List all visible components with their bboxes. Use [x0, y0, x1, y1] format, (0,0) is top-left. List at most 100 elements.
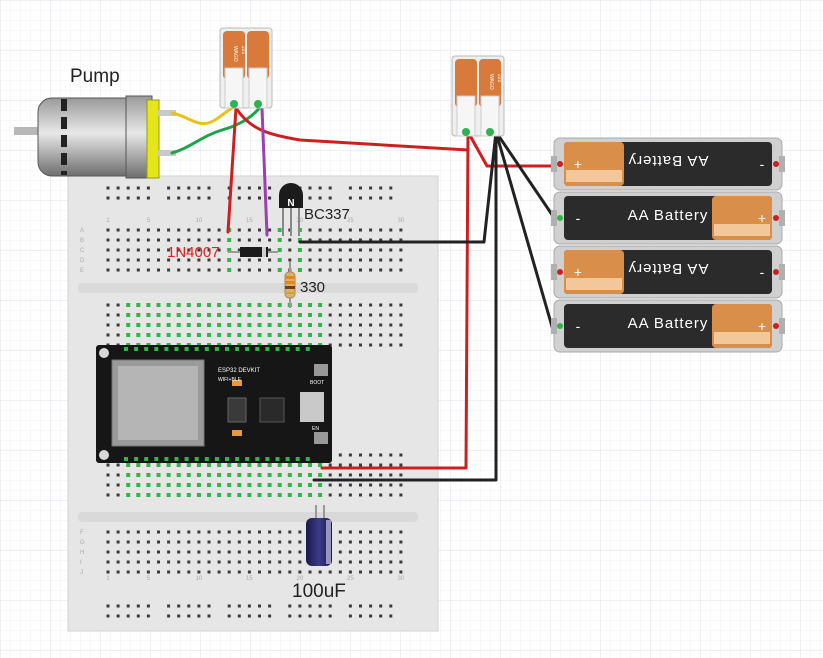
breadboard-hole[interactable] — [207, 530, 211, 534]
breadboard-hole[interactable] — [177, 604, 181, 608]
breadboard-hole[interactable] — [217, 248, 221, 252]
breadboard-hole[interactable] — [348, 614, 352, 618]
breadboard-hole[interactable] — [116, 570, 120, 574]
breadboard-hole[interactable] — [348, 463, 352, 467]
breadboard-hole[interactable] — [308, 238, 312, 242]
breadboard-hole[interactable] — [136, 248, 140, 252]
breadboard-hole[interactable] — [197, 258, 201, 262]
breadboard-hole[interactable] — [369, 313, 373, 317]
breadboard-hole[interactable] — [106, 493, 110, 497]
breadboard-hole[interactable] — [167, 228, 171, 232]
breadboard-hole[interactable] — [308, 248, 312, 252]
breadboard-hole[interactable] — [237, 550, 241, 554]
breadboard-hole[interactable] — [177, 530, 181, 534]
breadboard-hole[interactable] — [126, 614, 130, 618]
breadboard-hole[interactable] — [136, 196, 140, 200]
breadboard-hole[interactable] — [328, 493, 332, 497]
breadboard-hole[interactable] — [338, 493, 342, 497]
breadboard-hole[interactable] — [369, 196, 373, 200]
breadboard-hole[interactable] — [126, 530, 130, 534]
breadboard-hole[interactable] — [318, 604, 322, 608]
breadboard-hole[interactable] — [328, 323, 332, 327]
breadboard-hole[interactable] — [389, 258, 393, 262]
breadboard-hole[interactable] — [106, 560, 110, 564]
breadboard-hole[interactable] — [379, 560, 383, 564]
breadboard-hole[interactable] — [197, 530, 201, 534]
breadboard-hole[interactable] — [157, 530, 160, 534]
breadboard-hole[interactable] — [197, 196, 201, 200]
breadboard-hole[interactable] — [379, 323, 383, 327]
breadboard-hole[interactable] — [237, 560, 241, 564]
breadboard-hole[interactable] — [268, 248, 272, 252]
breadboard-hole[interactable] — [106, 186, 110, 190]
breadboard-hole[interactable] — [247, 540, 251, 544]
breadboard-hole[interactable] — [207, 570, 211, 574]
breadboard-hole[interactable] — [379, 473, 383, 477]
breadboard-hole[interactable] — [359, 228, 362, 232]
breadboard-hole[interactable] — [177, 196, 181, 200]
breadboard-hole[interactable] — [268, 186, 272, 190]
breadboard-hole[interactable] — [359, 473, 362, 477]
breadboard-hole[interactable] — [359, 453, 362, 457]
breadboard-hole[interactable] — [197, 540, 201, 544]
breadboard-hole[interactable] — [106, 530, 110, 534]
breadboard-hole[interactable] — [379, 343, 383, 347]
breadboard-hole[interactable] — [258, 228, 261, 232]
breadboard-hole[interactable] — [146, 268, 150, 272]
breadboard-hole[interactable] — [288, 570, 292, 574]
breadboard-hole[interactable] — [369, 228, 373, 232]
breadboard-hole[interactable] — [167, 186, 171, 190]
breadboard-hole[interactable] — [399, 228, 403, 232]
breadboard-hole[interactable] — [389, 323, 393, 327]
breadboard-hole[interactable] — [177, 228, 181, 232]
breadboard-hole[interactable] — [318, 258, 322, 262]
breadboard-hole[interactable] — [389, 238, 393, 242]
breadboard-hole[interactable] — [379, 196, 383, 200]
breadboard-hole[interactable] — [389, 530, 393, 534]
breadboard-hole[interactable] — [227, 570, 231, 574]
breadboard-hole[interactable] — [237, 186, 241, 190]
breadboard-hole[interactable] — [308, 268, 312, 272]
breadboard-hole[interactable] — [328, 196, 332, 200]
breadboard-hole[interactable] — [359, 604, 362, 608]
breadboard-hole[interactable] — [359, 196, 362, 200]
breadboard-hole[interactable] — [146, 228, 150, 232]
breadboard-hole[interactable] — [359, 258, 362, 262]
breadboard-hole[interactable] — [247, 196, 251, 200]
breadboard-hole[interactable] — [136, 614, 140, 618]
breadboard-hole[interactable] — [288, 248, 292, 252]
breadboard-hole[interactable] — [116, 323, 120, 327]
breadboard-hole[interactable] — [197, 614, 201, 618]
breadboard-hole[interactable] — [237, 238, 241, 242]
breadboard-hole[interactable] — [106, 238, 110, 242]
breadboard-hole[interactable] — [328, 483, 332, 487]
breadboard-hole[interactable] — [399, 560, 403, 564]
breadboard-hole[interactable] — [369, 343, 373, 347]
breadboard-hole[interactable] — [389, 196, 393, 200]
breadboard-hole[interactable] — [379, 550, 383, 554]
breadboard-hole[interactable] — [328, 248, 332, 252]
breadboard-hole[interactable] — [308, 186, 312, 190]
breadboard-hole[interactable] — [217, 238, 221, 242]
breadboard-hole[interactable] — [298, 560, 302, 564]
breadboard-hole[interactable] — [328, 303, 332, 307]
breadboard-hole[interactable] — [348, 238, 352, 242]
breadboard-hole[interactable] — [237, 604, 241, 608]
breadboard-hole[interactable] — [217, 228, 221, 232]
breadboard-hole[interactable] — [399, 303, 403, 307]
breadboard-hole[interactable] — [389, 463, 393, 467]
breadboard-hole[interactable] — [167, 570, 171, 574]
breadboard-hole[interactable] — [146, 540, 150, 544]
breadboard-hole[interactable] — [136, 530, 140, 534]
breadboard-hole[interactable] — [278, 570, 282, 574]
breadboard-hole[interactable] — [338, 540, 342, 544]
breadboard-hole[interactable] — [328, 333, 332, 337]
breadboard-hole[interactable] — [197, 560, 201, 564]
breadboard-hole[interactable] — [399, 463, 403, 467]
breadboard-hole[interactable] — [278, 530, 282, 534]
breadboard-hole[interactable] — [116, 550, 120, 554]
breadboard-hole[interactable] — [258, 560, 261, 564]
breadboard-hole[interactable] — [116, 186, 120, 190]
breadboard-hole[interactable] — [167, 258, 171, 262]
breadboard-hole[interactable] — [247, 550, 251, 554]
